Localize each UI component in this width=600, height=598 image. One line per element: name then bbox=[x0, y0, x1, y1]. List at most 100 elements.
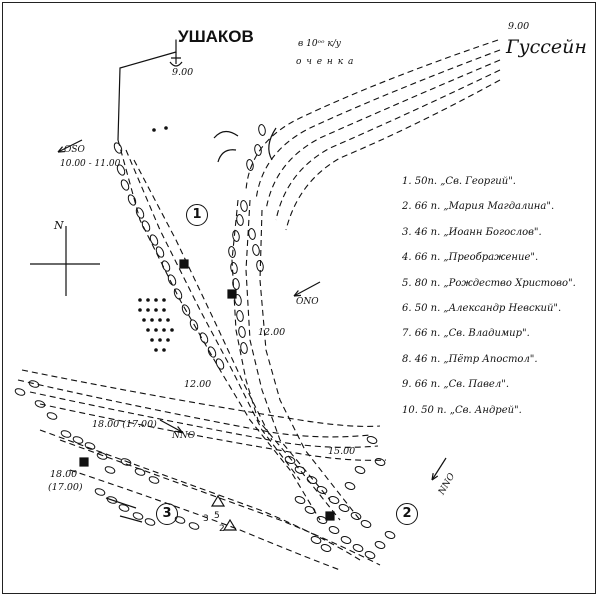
evening-ship bbox=[118, 504, 130, 512]
triangle-marker-icon bbox=[222, 518, 238, 531]
course-arrow-icon bbox=[105, 497, 137, 509]
battle-ship bbox=[316, 486, 328, 494]
turkish-ship bbox=[252, 244, 260, 256]
turkish-ship bbox=[256, 260, 264, 272]
turkish-course-line bbox=[259, 209, 361, 521]
note-line-2: о ч е н к а bbox=[296, 57, 355, 67]
evening-ship bbox=[34, 400, 46, 408]
shoal-dot bbox=[154, 298, 158, 302]
turkish-ship bbox=[232, 278, 240, 290]
course-arrow-icon bbox=[119, 515, 143, 523]
phase-1-marker: 1 bbox=[186, 204, 208, 226]
ottoman-course-line bbox=[255, 49, 501, 201]
battle-ship bbox=[374, 458, 386, 466]
compass-cross-icon bbox=[30, 226, 100, 296]
ship-marker-3: 3 bbox=[203, 514, 209, 524]
battle-ship bbox=[338, 504, 350, 512]
evening-course-line bbox=[39, 403, 387, 461]
wind-oso-arrow-icon bbox=[57, 139, 83, 153]
battle-ship bbox=[284, 456, 296, 464]
battle-ship bbox=[374, 541, 386, 549]
evening-ship bbox=[84, 442, 96, 450]
turkish-ship bbox=[228, 246, 236, 258]
battle-ship bbox=[310, 536, 322, 544]
time-1700-left: (17.00) bbox=[48, 482, 83, 493]
russian-ship bbox=[215, 358, 225, 370]
wind-nno-mid-arrow-icon-head bbox=[174, 426, 183, 433]
turkish-course-line bbox=[245, 199, 331, 501]
russian-ship bbox=[155, 246, 165, 258]
battle-ship bbox=[384, 531, 396, 539]
shoal-dot bbox=[154, 308, 158, 312]
phase-2-marker: 2 bbox=[396, 503, 418, 525]
evening-course-line bbox=[21, 369, 381, 427]
evening-ship bbox=[72, 436, 84, 444]
russian-ship bbox=[173, 288, 183, 300]
turkish-ship bbox=[236, 310, 244, 322]
shoal-dot bbox=[150, 318, 154, 322]
shoal-dot bbox=[166, 338, 170, 342]
evening-ship bbox=[120, 458, 132, 466]
shoal-dot bbox=[158, 338, 162, 342]
turkish-ship bbox=[236, 214, 244, 226]
battle-ship bbox=[328, 526, 340, 534]
legend-item: 6. 50 п. „Александр Невский". bbox=[402, 302, 562, 314]
ship-marker-5: 5 bbox=[214, 511, 220, 521]
turkish-ship bbox=[232, 230, 240, 242]
russian-ship bbox=[199, 332, 209, 344]
battle-ship bbox=[344, 482, 356, 490]
shoal-dot bbox=[162, 348, 166, 352]
russian-ship bbox=[167, 274, 177, 286]
time-1200-mid: 12.00 bbox=[184, 379, 212, 390]
legend-item: 7. 66 п. „Св. Владимир". bbox=[402, 328, 530, 340]
shoal-dot bbox=[162, 328, 166, 332]
battle-ship bbox=[294, 466, 306, 474]
battle-ship bbox=[328, 496, 340, 504]
russian-course-line bbox=[117, 139, 321, 521]
evening-course-line bbox=[29, 391, 379, 448]
shoal-dot bbox=[166, 318, 170, 322]
turkish-ship bbox=[240, 200, 248, 212]
russian-ship bbox=[127, 194, 137, 206]
time-1500: 15.00 bbox=[328, 446, 356, 457]
russian-ship bbox=[189, 319, 199, 331]
final-course-line bbox=[39, 429, 361, 561]
time-1800-left: 18.00 bbox=[50, 469, 78, 480]
evening-ship bbox=[96, 452, 108, 460]
russian-ship bbox=[120, 179, 130, 191]
shoal-dot bbox=[138, 308, 142, 312]
legend-item: 9. 66 п. „Св. Павел". bbox=[402, 379, 509, 391]
phase-3-marker: 3 bbox=[156, 503, 178, 525]
turkish-ship bbox=[238, 326, 246, 338]
shoal-dot bbox=[170, 328, 174, 332]
russian-ship bbox=[135, 207, 145, 219]
wind-ono-arrow-icon bbox=[293, 281, 321, 297]
russian-course-line bbox=[133, 159, 273, 441]
gussein-start-time: 9.00 bbox=[508, 21, 530, 32]
flagship-square-icon bbox=[227, 289, 237, 299]
evening-ship bbox=[104, 466, 116, 474]
shoal-dot bbox=[164, 126, 168, 130]
wind-nno-mid-arrow-icon bbox=[159, 419, 183, 433]
legend-item: 4. 66 п. „Преображение". bbox=[402, 252, 539, 264]
turkish-ship bbox=[230, 262, 238, 274]
shoal-dot bbox=[162, 308, 166, 312]
turkish-ship bbox=[234, 294, 242, 306]
legend-item: 10. 50 п. „Св. Андрей". bbox=[402, 404, 522, 416]
evening-ship bbox=[28, 380, 40, 388]
turkish-ship bbox=[248, 228, 256, 240]
shoal-dot bbox=[158, 318, 162, 322]
evening-ship bbox=[144, 518, 156, 526]
legend-item: 8. 46 п. „Пётр Апостол". bbox=[402, 353, 538, 365]
evening-ship bbox=[94, 488, 106, 496]
russian-ship bbox=[149, 234, 159, 246]
oso-time: 10.00 - 11.00 bbox=[60, 159, 121, 169]
turkish-course-line bbox=[231, 199, 341, 521]
flagship-square-icon bbox=[325, 511, 335, 521]
shoal-dot bbox=[152, 128, 156, 132]
evening-ship bbox=[148, 476, 160, 484]
battle-ship bbox=[320, 544, 332, 552]
turkish-ship bbox=[246, 159, 254, 171]
ottoman-course-line bbox=[265, 59, 501, 211]
